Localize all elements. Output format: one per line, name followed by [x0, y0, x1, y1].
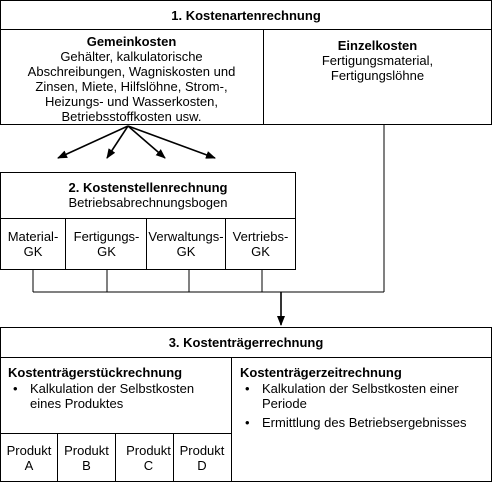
stueckrechnung-title: Kostenträgerstückrechnung: [8, 365, 183, 380]
gk-cell-material: [0, 218, 66, 270]
bullet-icon: •: [245, 381, 250, 396]
gemeinkosten-divider: [263, 29, 264, 125]
produkt-a-line-1: Produkt: [6, 443, 52, 458]
gk-cell-verwaltung: [146, 218, 226, 270]
kostenartenrechnung-title: 1. Kostenartenrechnung: [171, 8, 321, 23]
gk-cell-fertigung: [66, 218, 147, 270]
zeitrechnung-item-1: •Kalkulation der Selbstkosten einer Peri…: [245, 381, 459, 411]
bullet-icon: •: [245, 415, 250, 430]
arrow-to-material: [57, 125, 129, 159]
kostenstellenrechnung-title: 2. Kostenstellenrechnung: [68, 180, 228, 195]
gk-fertigung-line-1: Fertigungs-: [73, 229, 140, 244]
kostenstellenrechnung-box: [0, 172, 296, 270]
kostentraegerrechnung-title: 3. Kostenträgerrechnung: [168, 335, 324, 350]
produkt-cell-c: [115, 433, 174, 482]
arrow-to-vertrieb: [127, 125, 216, 159]
produkt-b-line-1: Produkt: [64, 443, 109, 458]
gk-vertrieb-line-1: Vertriebs-: [232, 229, 289, 244]
gk-material-line-1: Material-: [7, 229, 59, 244]
gemeinkosten-line-2: Abschreibungen, Wagniskosten und: [27, 64, 236, 79]
gk-vertrieb-line-2: GK: [251, 244, 270, 259]
kostentraegerrechnung-title-bar: [0, 327, 492, 358]
einzelkosten-line-1: Fertigungsmaterial,: [321, 53, 434, 68]
einzelkosten-title: Einzelkosten: [337, 38, 418, 53]
gemeinkosten-line-4: Heizungs- und Wasserkosten,: [45, 94, 218, 109]
produkt-cell-a: [0, 433, 58, 482]
gk-row-top-border: [0, 218, 296, 219]
produkt-c-line-2: C: [143, 458, 154, 473]
produkt-c-line-1: Produkt: [126, 443, 171, 458]
produkt-d-line-2: D: [197, 458, 207, 473]
gemeinkosten-title: Gemeinkosten: [86, 34, 177, 49]
gk-fertigung-line-2: GK: [97, 244, 116, 259]
produkt-cell-b: [57, 433, 116, 482]
arrow-to-fertigung: [106, 125, 129, 159]
gemeinkosten-line-3: Zinsen, Miete, Hilfslöhne, Strom-,: [35, 79, 228, 94]
fan-arrows: [57, 125, 216, 159]
bullet-icon: •: [13, 381, 18, 396]
kostenartenrechnung-title-bar: [0, 0, 492, 30]
gemeinkosten-line-1: Gehälter, kalkulatorische: [60, 49, 203, 64]
arrow-to-verwaltung: [127, 125, 166, 159]
einzelkosten-line-2: Fertigungslöhne: [330, 68, 425, 83]
zeitrechnung-item-2: •Ermittlung des Betriebsergebnisses: [245, 415, 467, 430]
gk-material-line-2: GK: [23, 244, 43, 259]
gemeinkosten-line-5: Betriebsstoffkosten usw.: [61, 109, 202, 124]
zeitrechnung-title: Kostenträgerzeitrechnung: [240, 365, 402, 380]
kostenstellenrechnung-subtitle: Betriebsabrechnungsbogen: [68, 195, 228, 210]
zeitrechnung-list: •Kalkulation der Selbstkosten einer Peri…: [240, 381, 488, 434]
kostentraeger-divider: [231, 357, 232, 482]
stueckrechnung-item: •Kalkulation der Selbstkosten eines Prod…: [13, 381, 195, 411]
produkt-b-line-2: B: [82, 458, 91, 473]
produkt-d-line-1: Produkt: [179, 443, 225, 458]
collector-lines: [32, 124, 385, 293]
produkt-row-top-border: [0, 433, 232, 434]
stueckrechnung-list: •Kalkulation der Selbstkosten eines Prod…: [8, 381, 223, 415]
gk-verwaltung-line-1: Verwaltungs-: [148, 229, 224, 244]
produkt-a-line-2: A: [24, 458, 34, 473]
gk-verwaltung-line-2: GK: [176, 244, 196, 259]
